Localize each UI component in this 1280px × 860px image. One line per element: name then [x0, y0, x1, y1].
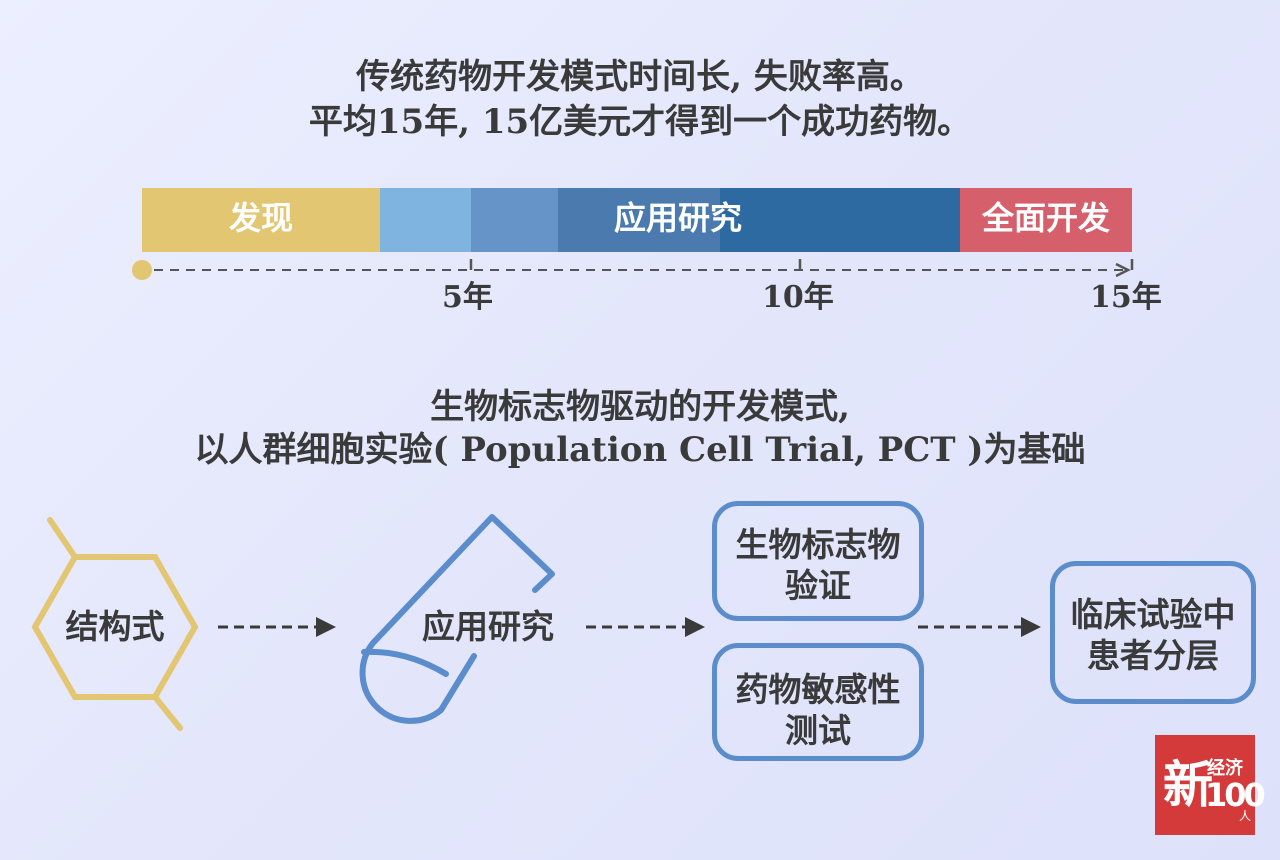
patient-stratification-box: 临床试验中 患者分层 [1050, 561, 1256, 704]
step-applied-research-label: 应用研究 [422, 607, 554, 646]
flow-arrow-2 [586, 617, 705, 637]
phase-discovery-bar [142, 188, 380, 252]
brand-logo: 新 经济 100 人 [1155, 735, 1266, 835]
phase-applied-bar-2 [471, 188, 558, 252]
timeline-start-dot [132, 260, 152, 280]
section2-title-line1: 生物标志物驱动的开发模式, [430, 387, 850, 427]
phase-applied-bar-4 [720, 188, 960, 252]
tick-label-10: 10年 [762, 280, 834, 315]
section2-title-line2: 以人群细胞实验( Population Cell Trial, PCT )为基础 [194, 430, 1086, 470]
tick-label-15: 15年 [1090, 280, 1162, 315]
tick-label-5: 5年 [442, 280, 493, 315]
hexagon-icon [31, 517, 199, 731]
logo-number: 100 [1205, 776, 1266, 814]
header-title-line1: 传统药物开发模式时间长, 失败率高。 [356, 57, 924, 97]
phase-full-label: 全面开发 [981, 199, 1110, 237]
biomarker-validation-box: 生物标志物 验证 [712, 501, 924, 621]
flow-arrow-3 [918, 617, 1041, 637]
drug-sensitivity-box: 药物敏感性 测试 [712, 643, 924, 761]
logo-tail-char: 人 [1239, 809, 1252, 823]
biomarker-validation-line2: 验证 [785, 566, 851, 605]
test-tube-icon [359, 514, 555, 724]
step-structure-label: 结构式 [65, 607, 165, 646]
drug-sensitivity-line2: 测试 [785, 711, 851, 750]
flow-arrow-1 [218, 617, 336, 637]
drug-sensitivity-line1: 药物敏感性 [735, 670, 901, 709]
phase-discovery-label: 发现 [228, 199, 293, 237]
timeline-axis [132, 259, 1134, 280]
timeline-arrowhead [1115, 262, 1131, 278]
header-title-line2: 平均15年, 15亿美元才得到一个成功药物。 [308, 102, 972, 142]
biomarker-validation-line1: 生物标志物 [735, 525, 901, 564]
logo-main-char: 新 [1163, 755, 1213, 814]
patient-stratification-line2: 患者分层 [1087, 636, 1219, 675]
phase-applied-bar-3 [558, 188, 720, 252]
phase-full-bar [960, 188, 1132, 252]
phase-applied-bar-1 [380, 188, 471, 252]
logo-sub-text: 经济 [1207, 758, 1243, 779]
phase-applied-label: 应用研究 [613, 199, 742, 237]
patient-stratification-line1: 临床试验中 [1070, 595, 1236, 634]
